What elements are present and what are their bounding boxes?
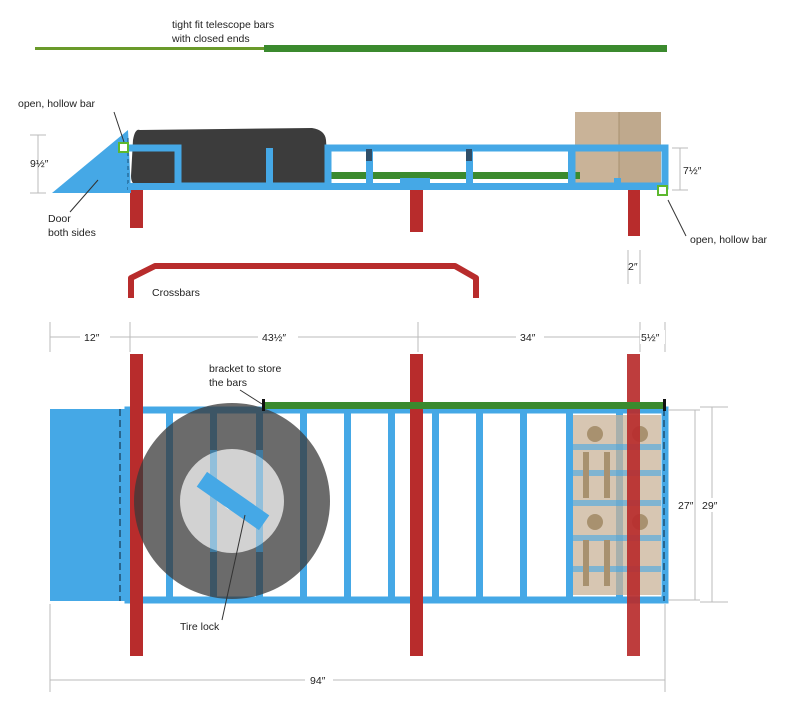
label-open-bar-right: open, hollow bar bbox=[690, 234, 768, 246]
side-stopper-1 bbox=[366, 149, 372, 161]
label-open-bar-left: open, hollow bar bbox=[18, 98, 96, 110]
dim-27: 27″ bbox=[678, 500, 694, 512]
dim-34: 34″ bbox=[520, 332, 536, 344]
telescope-bars-top: tight fit telescope bars with closed end… bbox=[35, 19, 667, 52]
label-bracket-line2: the bars bbox=[209, 377, 247, 389]
crossbar-shape bbox=[128, 263, 479, 298]
side-frame-bottom bbox=[128, 183, 665, 190]
bar-bracket-right bbox=[663, 399, 666, 411]
label-door-line1: Door bbox=[48, 213, 71, 225]
side-frame-post-5 bbox=[614, 178, 621, 188]
dim-right-height: 7½″ bbox=[683, 165, 702, 177]
dim-total: 94″ bbox=[310, 675, 326, 687]
side-crossbar-leg-2 bbox=[410, 188, 423, 232]
side-frame-post-4 bbox=[568, 148, 575, 186]
side-view: open, hollow bar open, hollow bar 9½″ 7½… bbox=[18, 98, 768, 284]
dim-12: 12″ bbox=[84, 332, 100, 344]
hollow-bar-end-left bbox=[118, 142, 129, 153]
side-crossbar-leg-3 bbox=[628, 188, 640, 236]
top-view: 12″ 43½″ 34″ 5½″ bbox=[49, 322, 728, 692]
telescope-note-line2: with closed ends bbox=[171, 33, 250, 45]
side-frame-post-3 bbox=[466, 148, 473, 186]
dim-29: 29″ bbox=[702, 500, 718, 512]
side-telescope-bar bbox=[325, 172, 580, 179]
hollow-bar-end-right bbox=[657, 185, 668, 196]
top-frame-outline bbox=[124, 406, 669, 604]
door-plate-top bbox=[50, 409, 128, 601]
dim-crossbar-width: 2″ bbox=[628, 261, 638, 273]
tire-lock bbox=[196, 471, 270, 531]
top-crossbar-3 bbox=[627, 354, 640, 656]
side-frame-post-1 bbox=[266, 148, 273, 186]
top-crossbar-2 bbox=[410, 354, 423, 656]
side-frame-dip bbox=[400, 178, 430, 190]
crossbar-profile: Crossbars bbox=[128, 263, 479, 299]
side-frame bbox=[128, 144, 669, 190]
bar-bracket-left bbox=[262, 399, 265, 411]
telescope-bar-thin bbox=[35, 47, 265, 50]
label-tire-lock: Tire lock bbox=[180, 621, 220, 633]
side-frame-post-2 bbox=[366, 148, 373, 186]
side-crossbar-leg-1 bbox=[130, 188, 143, 228]
telescope-note-line1: tight fit telescope bars bbox=[172, 19, 274, 31]
dim-43: 43½″ bbox=[262, 332, 286, 344]
dim-5: 5½″ bbox=[641, 332, 660, 344]
telescope-bar-thick bbox=[264, 45, 667, 52]
stored-telescope-bar bbox=[263, 402, 665, 409]
top-cargo-boxes bbox=[573, 415, 661, 595]
side-stopper-2 bbox=[466, 149, 472, 161]
label-door-line2: both sides bbox=[48, 227, 96, 239]
motorcycle-silhouette bbox=[131, 128, 329, 186]
door-ramp bbox=[52, 130, 131, 193]
dim-left-height: 9½″ bbox=[30, 158, 49, 170]
label-crossbars: Crossbars bbox=[152, 287, 200, 299]
label-bracket-line1: bracket to store bbox=[209, 363, 282, 375]
